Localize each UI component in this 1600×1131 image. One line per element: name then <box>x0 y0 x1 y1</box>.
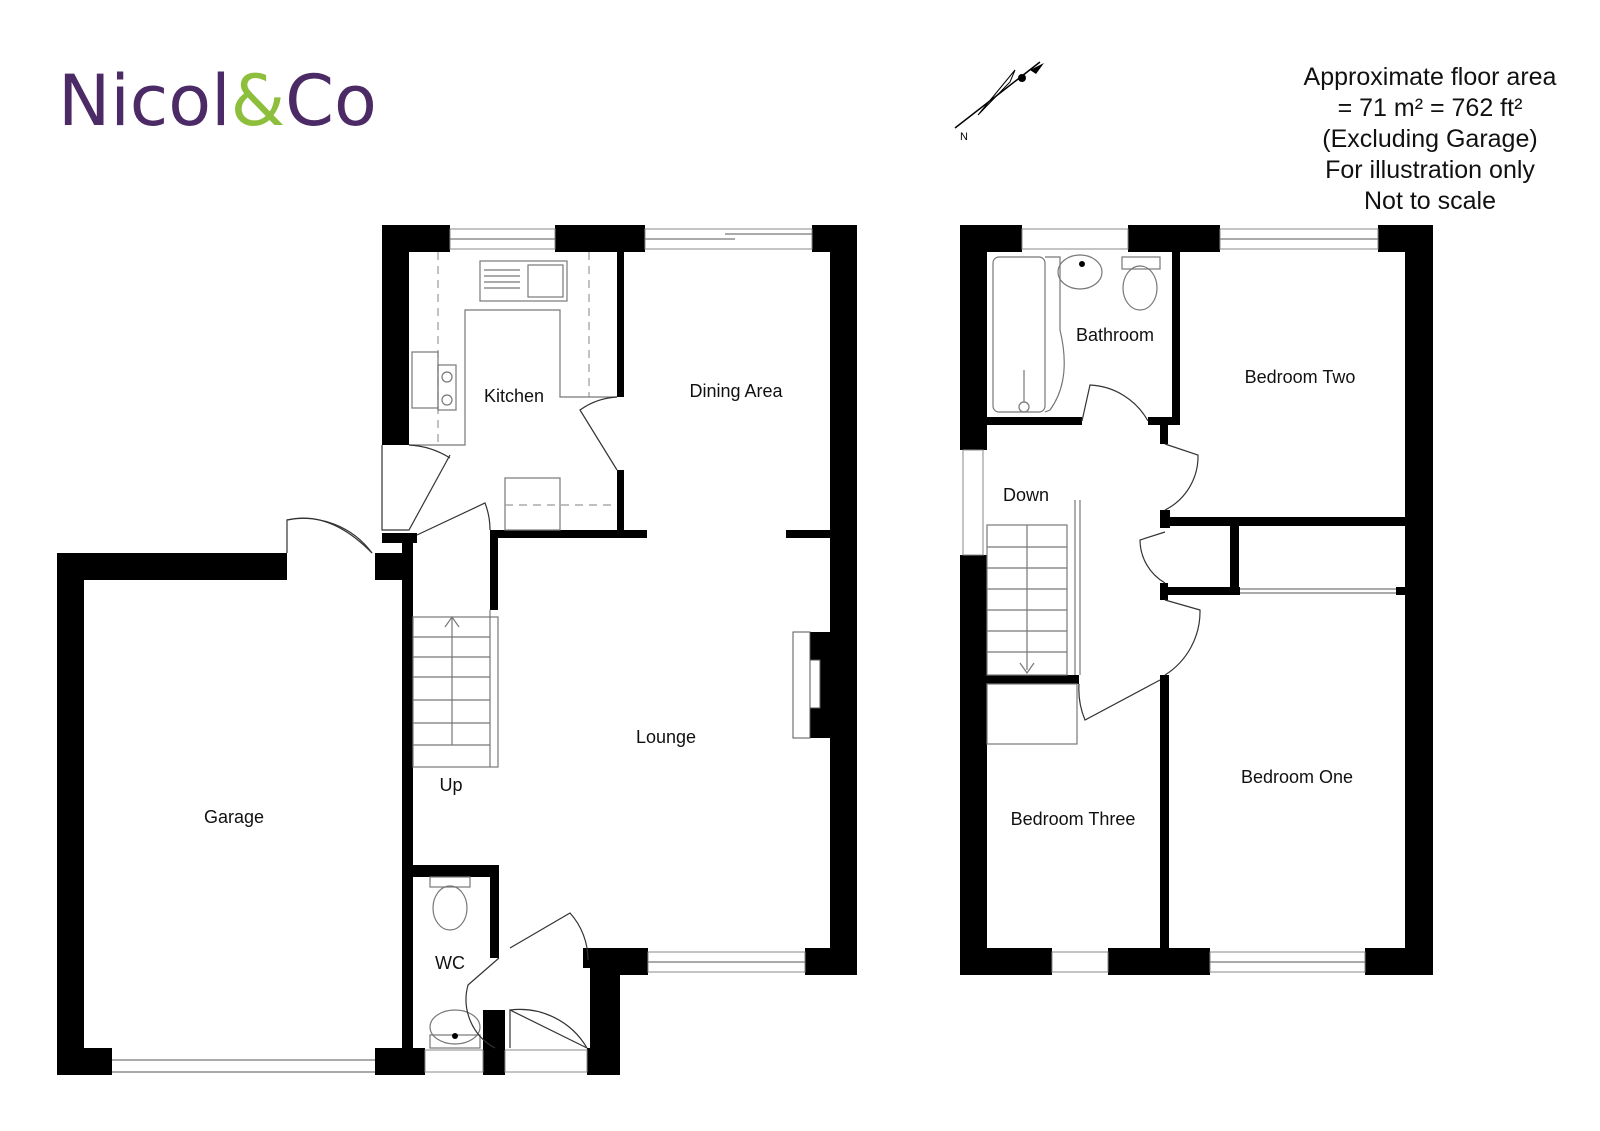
first-floor-plan: Bathroom Bedroom Two Bedroom One Bedroom… <box>960 225 1433 975</box>
first-floor-walls <box>960 225 1433 975</box>
first-floor-door-swings <box>1078 443 1201 721</box>
area-note-line: (Excluding Garage) <box>1322 125 1538 153</box>
kitchen-fittings <box>381 252 618 536</box>
room-label-bedroom-one: Bedroom One <box>1241 767 1353 787</box>
bathroom-fittings <box>992 254 1161 422</box>
ground-floor-plan: Kitchen Dining Area Lounge Garage WC Up <box>57 225 857 1075</box>
north-label: N <box>960 131 968 143</box>
wc-fittings <box>429 876 589 1049</box>
room-label-bedroom-two: Bedroom Two <box>1245 367 1356 387</box>
floor-area-note: Approximate floor area = 71 m² = 762 ft²… <box>1280 62 1580 217</box>
logo-text-co: Co <box>285 60 377 142</box>
area-note-line: = 71 m² = 762 ft² <box>1337 94 1523 122</box>
internal-walls <box>409 252 830 1050</box>
room-label-kitchen: Kitchen <box>484 386 544 406</box>
logo-text-amp: & <box>231 60 286 142</box>
room-label-bathroom: Bathroom <box>1076 325 1154 345</box>
logo-text-nicol: Nicol <box>58 60 231 142</box>
brand-logo: Nicol&Co <box>58 60 377 142</box>
north-arrow-icon: N <box>954 61 1044 143</box>
room-label-lounge: Lounge <box>636 727 696 747</box>
area-note-line: Not to scale <box>1363 187 1496 215</box>
area-note-line: For illustration only <box>1325 156 1535 184</box>
stairs-label-up: Up <box>439 775 462 795</box>
room-label-wc: WC <box>435 953 465 973</box>
first-stairs <box>986 500 1081 745</box>
house-walls <box>382 225 857 1075</box>
area-note-line: Approximate floor area <box>1303 63 1557 91</box>
ground-stairs <box>412 610 499 768</box>
room-label-garage: Garage <box>204 807 264 827</box>
svg-text:Nicol&Co: Nicol&Co <box>58 60 377 142</box>
garage-walls <box>57 517 425 1075</box>
room-label-dining-area: Dining Area <box>689 381 783 401</box>
room-label-bedroom-three: Bedroom Three <box>1011 809 1136 829</box>
stairs-label-down: Down <box>1003 485 1049 505</box>
